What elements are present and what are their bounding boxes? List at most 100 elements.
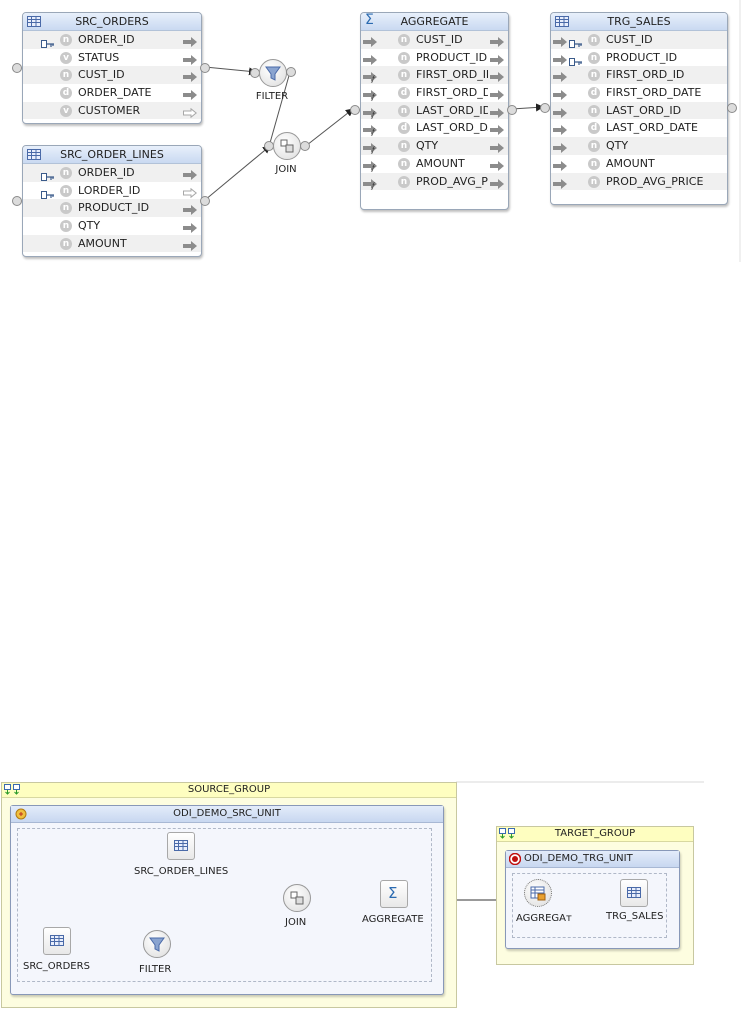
output-arrow-icon <box>183 168 197 180</box>
expression-icon: ƒ <box>372 128 375 137</box>
filter-funnel-icon <box>265 66 281 81</box>
input-arrow-icon <box>553 53 567 65</box>
phys-src-orders-label: SRC_ORDERS <box>23 961 90 972</box>
attribute-name: LAST_ORD_ID <box>416 103 488 117</box>
source-group-header: SOURCE_GROUP <box>2 783 456 798</box>
attribute-name: AMOUNT <box>78 236 127 250</box>
key-icon <box>41 169 55 181</box>
aggregate-header: Σ AGGREGATE <box>361 13 508 31</box>
source-unit-icon <box>15 808 27 820</box>
attribute-name: CUST_ID <box>78 68 125 82</box>
attribute-name: ORDER_ID <box>78 33 135 46</box>
src-order-lines-in-port[interactable] <box>12 196 22 206</box>
output-arrow-icon <box>490 159 504 171</box>
expression-icon: ƒ <box>372 110 375 119</box>
wire-orders-filter <box>204 66 257 76</box>
aggregate-in-port[interactable] <box>350 105 360 115</box>
datatype-icon: n <box>588 140 600 153</box>
src-orders-title: SRC_ORDERS <box>75 15 149 28</box>
filter-out-port[interactable] <box>286 67 296 77</box>
join-label: JOIN <box>275 164 297 175</box>
attribute-name: LAST_ORD_DATE <box>606 121 698 135</box>
trg-sales-title: TRG_SALES <box>607 15 671 28</box>
join-out-port[interactable] <box>300 141 310 151</box>
trg-sales-out-port[interactable] <box>727 103 737 113</box>
filter-component[interactable] <box>259 59 287 87</box>
src-order-lines-out-port[interactable] <box>200 196 210 206</box>
trg-sales-in-port[interactable] <box>540 103 550 113</box>
phys-src-orders-node[interactable] <box>43 927 71 955</box>
join-icon <box>290 891 304 905</box>
attribute-name: LORDER_ID <box>78 183 141 197</box>
aggregate-out-port[interactable] <box>507 105 517 115</box>
input-arrow-icon <box>363 88 377 101</box>
output-arrow-icon <box>183 88 197 101</box>
src-orders-header: SRC_ORDERS <box>23 13 201 31</box>
input-arrow-icon <box>553 141 567 154</box>
phys-aggregate-node[interactable]: Σ <box>380 880 408 908</box>
target-group-header: TARGET_GROUP <box>497 827 693 842</box>
expression-icon: ƒ <box>372 93 375 102</box>
phys-join-node[interactable] <box>283 884 311 912</box>
phys-src-order-lines-node[interactable] <box>167 832 195 860</box>
src-execution-unit[interactable]: ODI_DEMO_SRC_UNIT <box>10 805 444 995</box>
src-orders-in-port[interactable] <box>12 63 22 73</box>
join-icon <box>280 139 294 153</box>
output-arrow-icon <box>490 70 504 83</box>
phys-trg-aggregate-node[interactable] <box>524 879 552 907</box>
output-arrow-icon <box>490 53 504 65</box>
trg-unit-header: ODI_DEMO_TRG_UNIT <box>506 851 679 868</box>
attribute-name: LAST_ORD_ID <box>606 103 682 117</box>
expression-icon: ƒ <box>372 181 375 190</box>
attribute-row[interactable]: n LAST_ORD_ID <box>551 101 727 120</box>
datatype-icon: n <box>588 104 600 117</box>
src-orders-out-port[interactable] <box>200 63 210 73</box>
expression-icon: ƒ <box>372 163 375 172</box>
filter-funnel-icon <box>149 937 165 952</box>
phys-filter-node[interactable] <box>143 930 171 958</box>
join-component[interactable] <box>273 132 301 160</box>
output-arrow-icon <box>490 106 504 118</box>
sigma-icon: Σ <box>388 884 398 902</box>
trg-execution-unit[interactable]: ODI_DEMO_TRG_UNIT <box>505 850 680 949</box>
sigma-icon: Σ <box>365 12 374 28</box>
output-arrow-icon <box>490 88 504 101</box>
execution-group-icon <box>499 828 515 839</box>
input-arrow-icon <box>363 159 377 171</box>
phys-trg-sales-node[interactable] <box>620 879 648 907</box>
